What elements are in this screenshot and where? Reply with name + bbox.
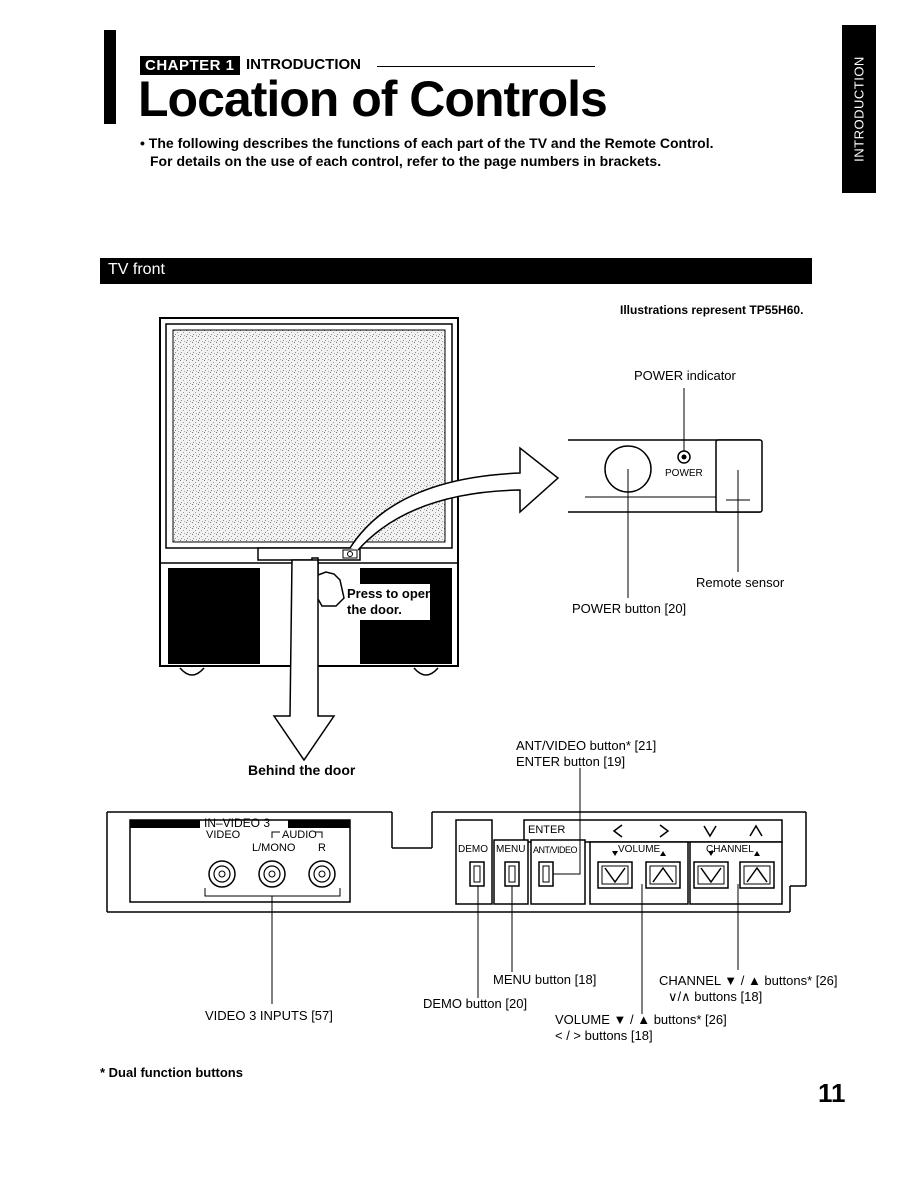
press-label-line-2: the door.: [347, 602, 402, 617]
section-title: TV front: [108, 261, 165, 278]
lmono-jack-label: L/MONO: [252, 842, 296, 854]
page-title: Location of Controls: [138, 71, 608, 127]
enter-strip-label: ENTER: [528, 824, 566, 836]
audio-jack-label: AUDIO: [282, 829, 317, 841]
chapter-tag: CHAPTER 1: [140, 56, 240, 75]
intro-line-2: For details on the use of each control, …: [150, 153, 662, 169]
menu-panel-label: MENU: [496, 844, 526, 855]
channel-callout-2: ∨/∧ buttons [18]: [668, 989, 763, 1004]
intro-text: • The following describes the functions …: [140, 134, 714, 170]
menu-button-callout: MENU button [18]: [493, 972, 597, 987]
r-jack-label: R: [318, 842, 326, 854]
illustration-note: Illustrations represent TP55H60.: [620, 303, 804, 317]
chapter-title: INTRODUCTION: [246, 56, 361, 73]
side-tab: INTRODUCTION: [842, 25, 876, 193]
demo-button-callout: DEMO button [20]: [423, 996, 528, 1011]
volume-panel-label: VOLUME: [618, 844, 661, 855]
footnote: * Dual function buttons: [100, 1065, 243, 1080]
volume-callout-2: < / > buttons [18]: [555, 1028, 653, 1043]
remote-sensor-label: Remote sensor: [696, 575, 785, 590]
behind-door-heading: Behind the door: [248, 762, 356, 778]
power-small-label: POWER: [665, 468, 703, 479]
section-header: TV front: [100, 258, 812, 284]
demo-panel-label: DEMO: [458, 844, 488, 855]
in-video-3-label: IN–VIDEO 3: [204, 816, 271, 830]
power-button-label: POWER button [20]: [572, 601, 687, 616]
video3-inputs-callout: VIDEO 3 INPUTS [57]: [205, 1008, 333, 1023]
video-jack-label: VIDEO: [206, 829, 241, 841]
enter-callout: ENTER button [19]: [516, 754, 626, 769]
press-label-line-1: Press to open: [347, 586, 433, 601]
channel-callout-1: CHANNEL ▼ / ▲ buttons* [26]: [659, 973, 838, 988]
intro-line-1: • The following describes the functions …: [140, 135, 714, 151]
chapter-marker-bar: [104, 30, 116, 124]
chapter-rule: [377, 66, 595, 67]
antvideo-panel-label: ANT/VIDEO: [533, 845, 578, 855]
channel-panel-label: CHANNEL: [706, 844, 754, 855]
ant-video-callout: ANT/VIDEO button* [21]: [516, 738, 657, 753]
volume-callout-1: VOLUME ▼ / ▲ buttons* [26]: [555, 1012, 727, 1027]
power-indicator-label: POWER indicator: [634, 368, 736, 383]
page-number: 11: [818, 1078, 846, 1108]
